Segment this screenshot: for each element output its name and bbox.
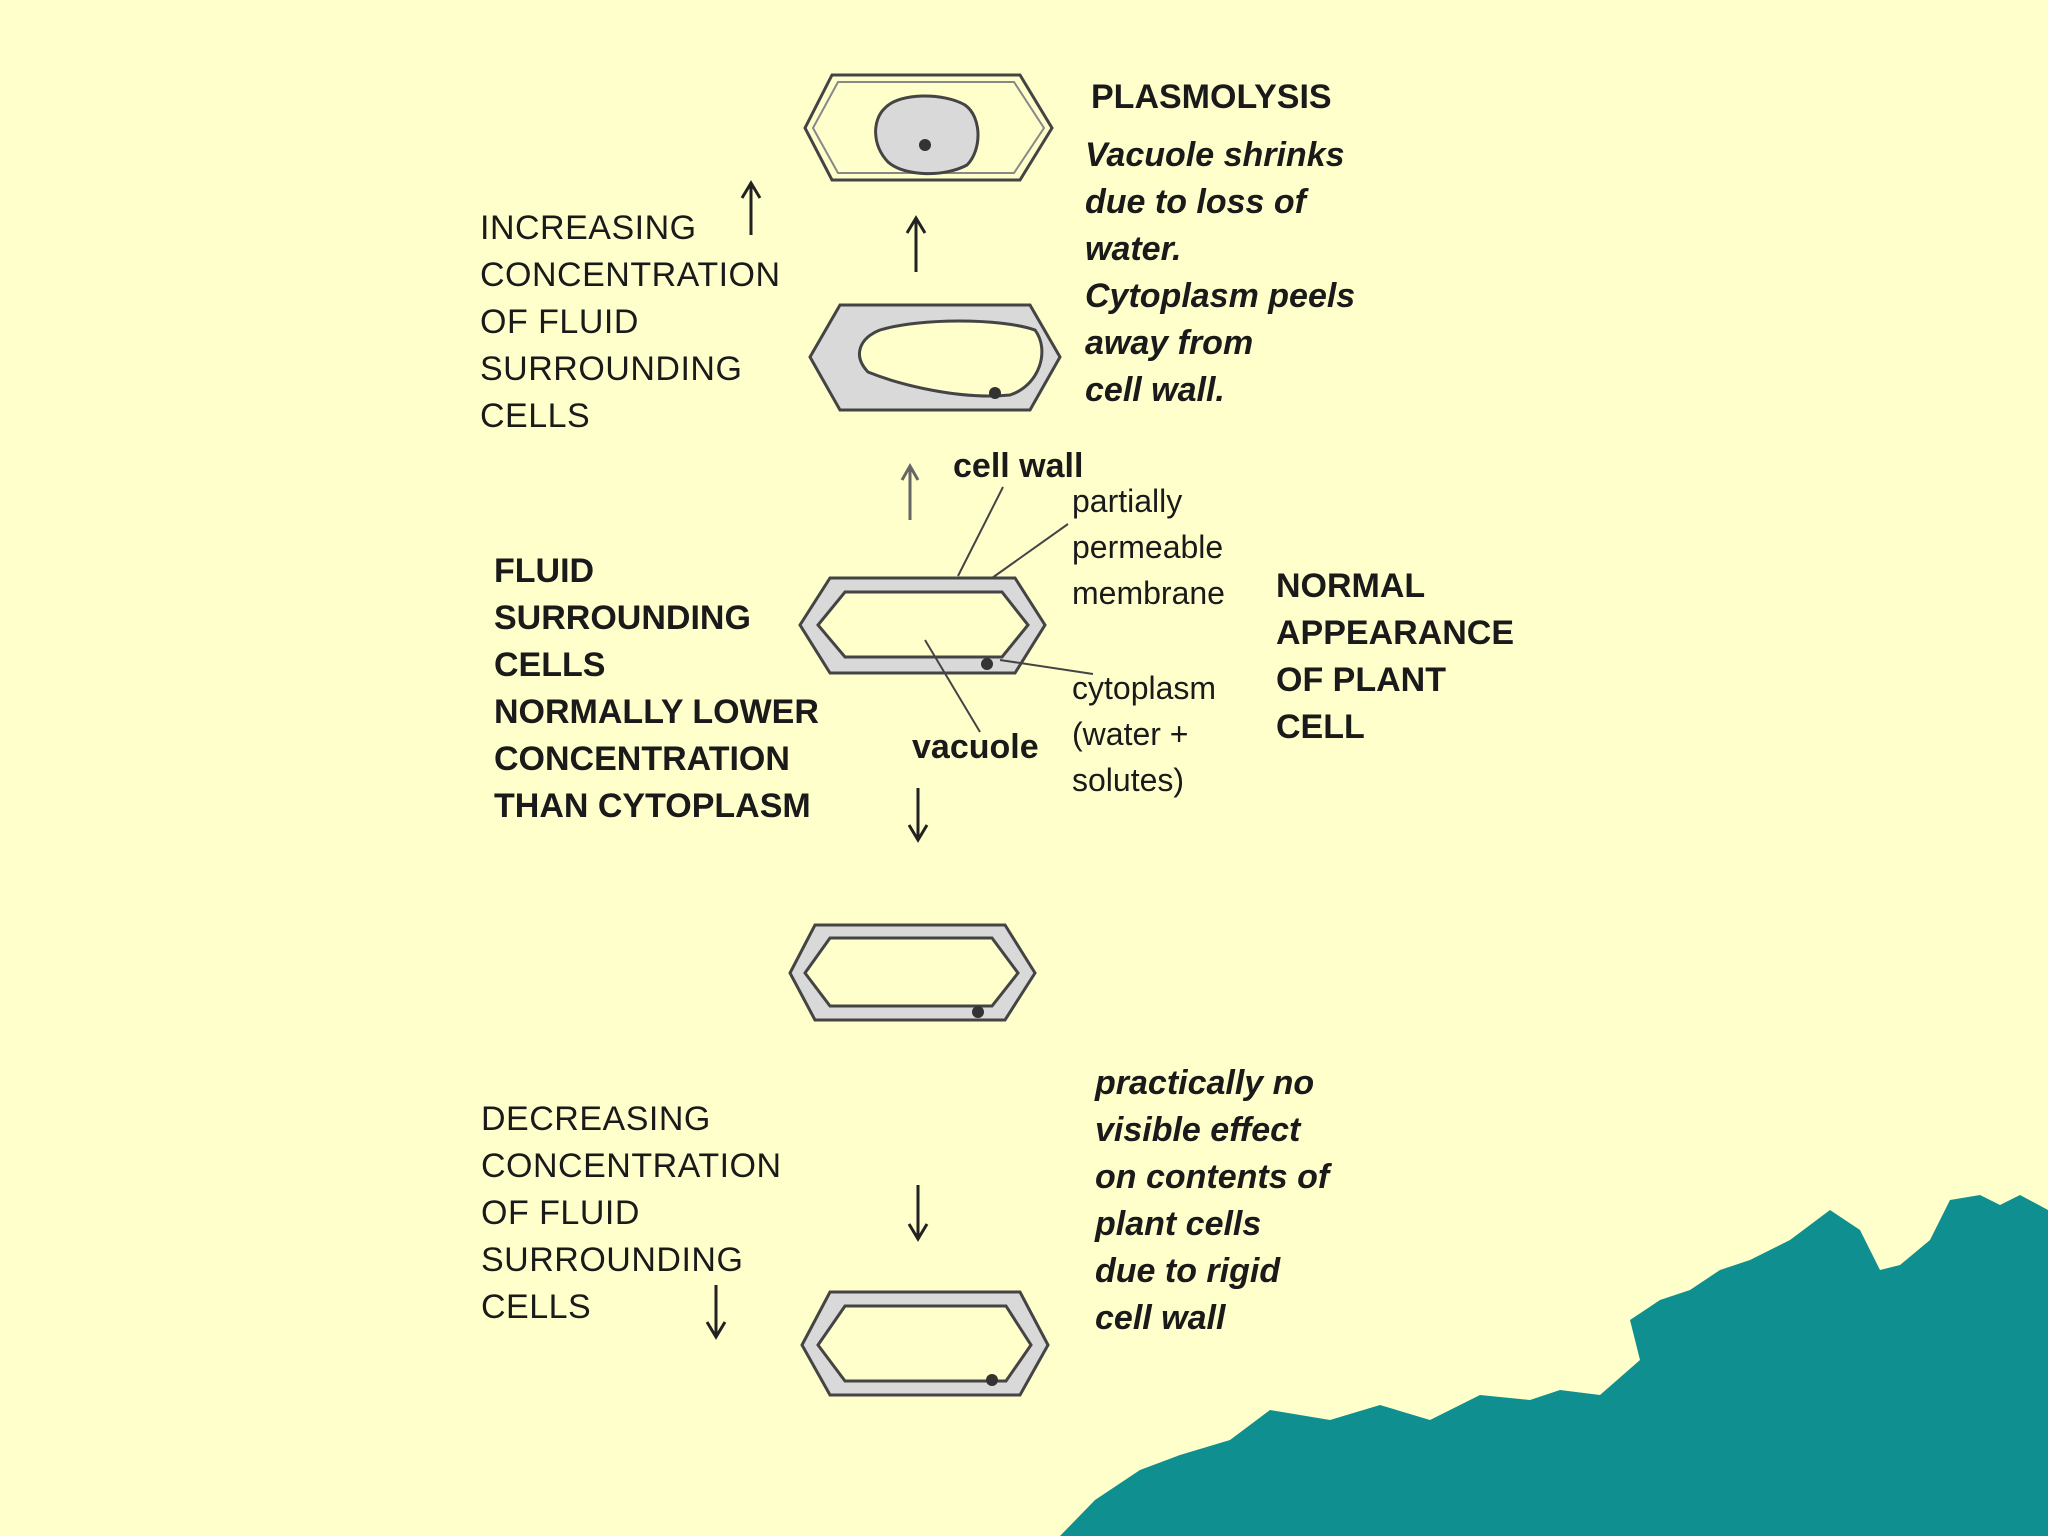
vacuole-label: vacuole bbox=[912, 728, 1039, 766]
cytoplasm-leader bbox=[999, 659, 1094, 675]
cell-normal bbox=[798, 486, 1094, 733]
up-arrow-3 bbox=[900, 462, 920, 520]
normal-appearance-label: NORMAL APPEARANCE OF PLANT CELL bbox=[1276, 567, 1515, 746]
down-arrow-1 bbox=[907, 788, 929, 843]
cell-partial-plasmolysis bbox=[808, 303, 1062, 412]
up-arrow-2 bbox=[905, 215, 927, 272]
plasmolysis-description: Vacuole shrinks due to loss of water. Cy… bbox=[1085, 136, 1356, 409]
cytoplasm-label: cytoplasm (water + solutes) bbox=[1072, 670, 1217, 798]
up-arrow-1 bbox=[740, 180, 762, 235]
increasing-concentration-label: INCREASING CONCENTRATION OF FLUID SURROU… bbox=[480, 209, 781, 435]
cell-wall-leader bbox=[957, 486, 1004, 577]
plasmolysis-title: PLASMOLYSIS bbox=[1091, 78, 1332, 116]
down-arrow-2 bbox=[907, 1185, 929, 1242]
membrane-label: partially permeable membrane bbox=[1072, 483, 1225, 611]
vacuole-leader bbox=[924, 639, 981, 733]
cell-plasmolysis bbox=[803, 73, 1054, 182]
teal-landscape-decoration bbox=[1060, 1195, 2048, 1536]
cell-dilute-2 bbox=[800, 1290, 1050, 1397]
membrane-leader bbox=[991, 523, 1069, 579]
down-arrow-3 bbox=[705, 1285, 727, 1340]
no-effect-description: practically no visible effect on content… bbox=[1095, 1064, 1330, 1337]
cell-dilute-1 bbox=[788, 923, 1037, 1022]
decreasing-concentration-label: DECREASING CONCENTRATION OF FLUID SURROU… bbox=[481, 1100, 782, 1326]
cell-wall-label: cell wall bbox=[953, 447, 1084, 485]
fluid-normal-label: FLUID SURROUNDING CELLS NORMALLY LOWER C… bbox=[494, 552, 819, 825]
